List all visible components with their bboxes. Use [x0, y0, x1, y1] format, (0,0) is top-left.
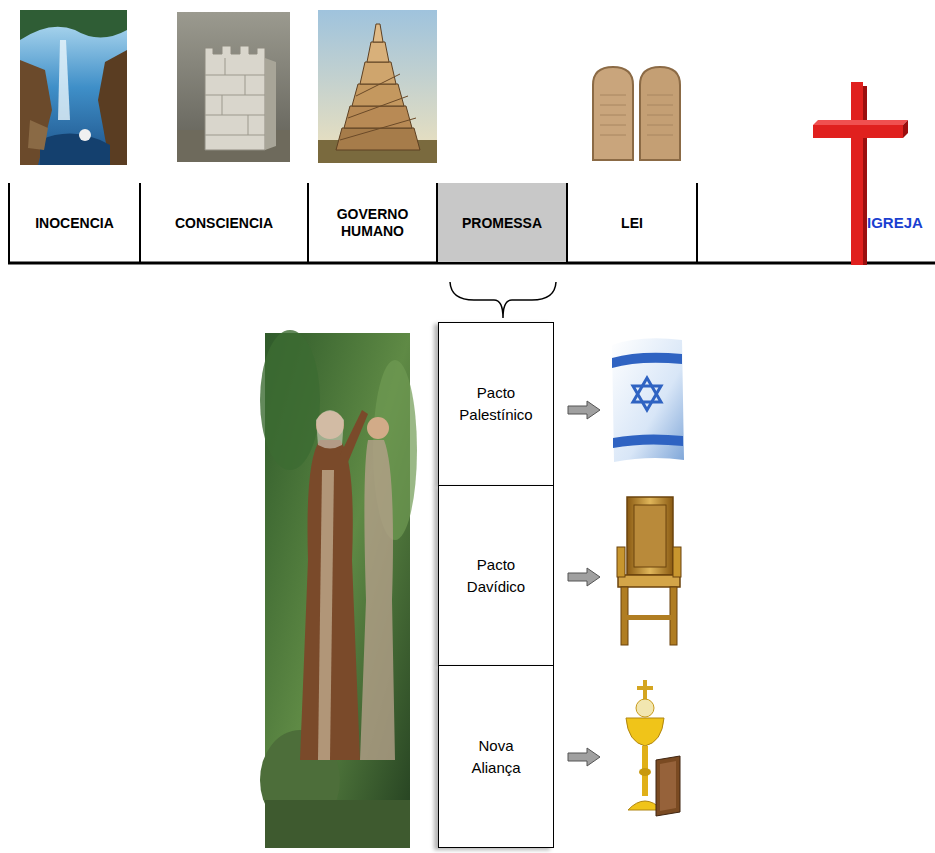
throne-icon — [627, 497, 673, 575]
throne-icon — [617, 547, 625, 577]
eden-picture — [58, 40, 70, 120]
altar-picture — [205, 46, 265, 150]
abraham-painting — [265, 800, 410, 848]
covenant-box: Pacto Palestínico — [438, 322, 554, 486]
babel-tower-picture — [340, 74, 416, 140]
abraham-painting — [260, 330, 417, 848]
timeline-band — [438, 183, 567, 263]
law-tablets-picture — [593, 67, 633, 160]
chalice-icon — [626, 680, 680, 816]
babel-tower-picture — [367, 42, 389, 62]
eden-picture — [20, 10, 127, 40]
covenant-box: Nova Aliança — [438, 665, 554, 848]
red-cross — [863, 86, 867, 265]
red-cross — [903, 120, 908, 138]
node-text: CONSCIENCIA — [175, 215, 273, 232]
altar-picture — [205, 58, 265, 135]
israel-flag-icon — [612, 338, 684, 462]
curly-brace — [450, 282, 556, 318]
israel-flag-icon — [613, 434, 683, 448]
babel-tower-picture — [360, 62, 396, 84]
block-arrows — [568, 568, 600, 586]
altar-picture — [265, 58, 276, 150]
throne-icon — [634, 505, 666, 567]
israel-flag-icon — [633, 378, 661, 402]
abraham-painting — [260, 330, 320, 470]
node-text: Pacto Palestínico — [453, 382, 539, 426]
node-text: Nova Aliança — [453, 735, 539, 779]
timeline-period: INOCENCIA — [10, 184, 139, 262]
throne-icon — [625, 615, 673, 620]
altar-picture — [177, 12, 290, 162]
covenant-box: Pacto Davídico — [438, 485, 554, 666]
babel-tower-picture — [352, 84, 404, 106]
babel-tower-picture — [318, 10, 437, 163]
block-arrows — [568, 401, 600, 766]
babel-tower-picture — [344, 106, 412, 128]
era-label: IGREJA — [867, 214, 923, 231]
red-cross — [813, 125, 903, 138]
timeline-band — [8, 183, 10, 263]
red-cross — [813, 120, 908, 125]
abraham-painting — [360, 440, 395, 760]
law-tablets-picture — [640, 67, 680, 160]
law-tablets-picture — [600, 95, 673, 135]
node-text: PROMESSA — [462, 215, 542, 232]
babel-tower-picture — [336, 128, 420, 150]
law-tablets-picture — [593, 67, 680, 160]
timeline-period: CONSCIENCIA — [141, 184, 307, 262]
chalice-icon — [637, 686, 653, 690]
eden-picture — [28, 120, 48, 150]
throne-icon — [618, 575, 680, 587]
babel-tower-picture — [373, 24, 383, 42]
israel-flag-icon — [633, 386, 661, 410]
timeline-period-highlight: PROMESSA — [438, 184, 566, 262]
israel-flag-icon — [612, 338, 684, 462]
timeline-band — [696, 183, 698, 263]
red-cross — [813, 82, 908, 265]
israel-flag-icon — [612, 353, 682, 368]
altar-picture — [177, 12, 290, 162]
abraham-painting — [316, 410, 344, 449]
timeline-band — [307, 183, 309, 263]
red-cross — [851, 82, 863, 265]
timeline-band — [139, 183, 141, 263]
chalice-icon — [636, 699, 654, 717]
abraham-painting — [367, 417, 389, 439]
chalice-icon — [660, 761, 676, 811]
timeline-band — [8, 183, 935, 263]
block-arrows — [568, 401, 600, 419]
abraham-painting — [300, 440, 360, 760]
eden-picture — [79, 129, 91, 141]
node-text: GOVERNO HUMANO — [325, 206, 421, 240]
abraham-painting — [340, 410, 368, 462]
babel-tower-picture — [318, 10, 437, 163]
abraham-painting — [318, 470, 334, 760]
chalice-icon — [639, 768, 651, 776]
eden-picture — [40, 134, 110, 165]
node-text: INOCENCIA — [35, 215, 114, 232]
timeline-period: GOVERNO HUMANO — [309, 184, 436, 262]
throne-icon — [617, 497, 681, 645]
chalice-icon — [626, 718, 664, 746]
chalice-icon — [656, 756, 680, 816]
node-text: Pacto Davídico — [453, 554, 539, 598]
node-text: LEI — [621, 215, 643, 232]
block-arrows — [568, 748, 600, 766]
throne-icon — [673, 547, 681, 577]
eden-picture — [20, 10, 127, 165]
eden-picture — [20, 10, 127, 165]
timeline-period: LEI — [568, 184, 696, 262]
timeline-band — [566, 183, 568, 263]
